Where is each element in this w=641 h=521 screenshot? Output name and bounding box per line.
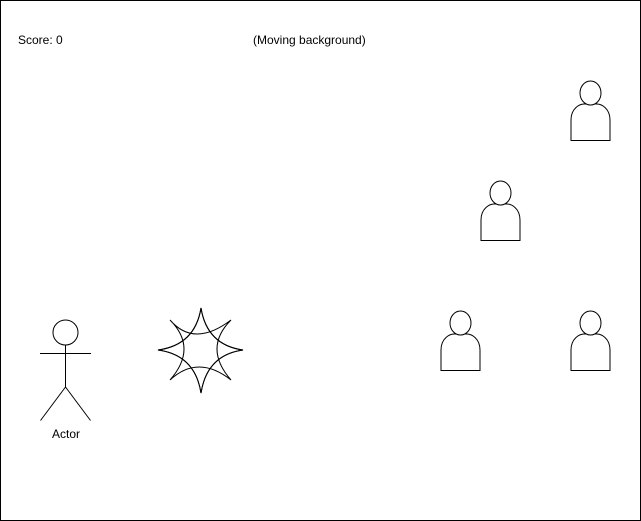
score-label: Score: 0 <box>18 33 63 47</box>
actor-label: Actor <box>52 427 81 441</box>
background-note: (Moving background) <box>253 33 366 47</box>
stick-figure-actor-icon <box>40 319 91 421</box>
star-burst-icon <box>157 307 244 394</box>
enemy-person-icon <box>570 80 611 141</box>
enemy-person-icon <box>440 310 481 371</box>
enemy-person-icon <box>570 310 611 371</box>
enemy-person-icon <box>480 180 521 241</box>
